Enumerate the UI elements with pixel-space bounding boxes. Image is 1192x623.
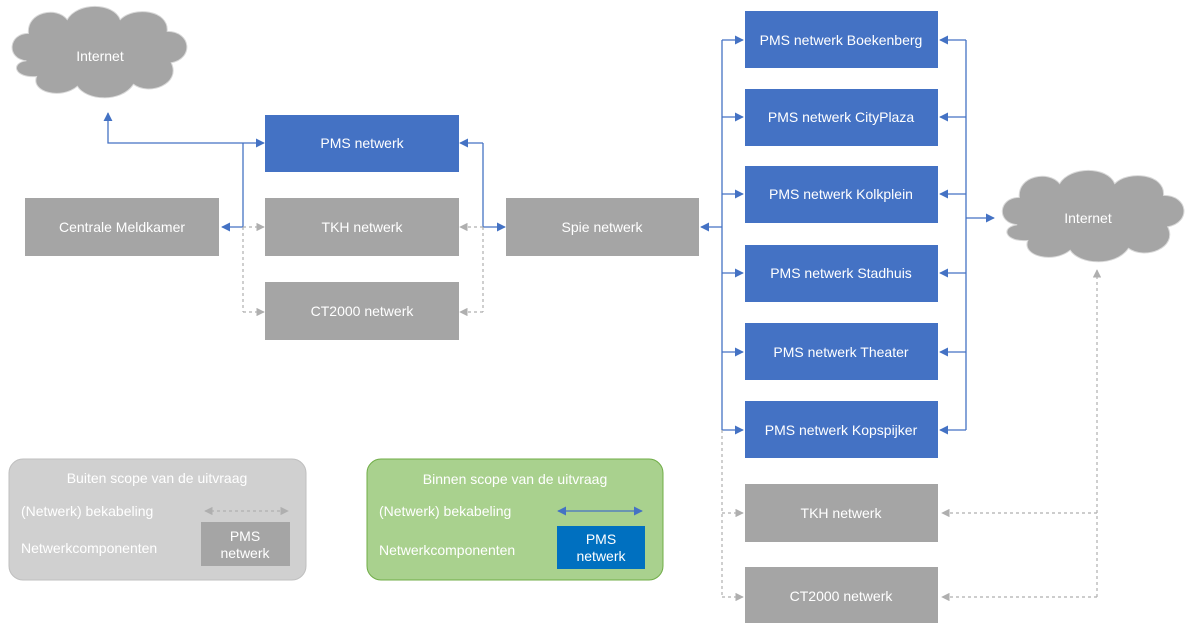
node-tkh-netwerk-right: TKH netwerk [745, 484, 938, 542]
internet-right-label: Internet [1064, 210, 1112, 226]
node-pms-boekenberg: PMS netwerk Boekenberg [745, 11, 938, 68]
node-label: CT2000 netwerk [790, 588, 894, 604]
cloud-icon [1001, 170, 1185, 263]
legend-in-scope: Binnen scope van de uitvraag (Netwerk) b… [366, 458, 664, 581]
legend-out-sample-box [201, 522, 290, 566]
node-label: PMS netwerk Kolkplein [769, 186, 913, 202]
node-pms-theater: PMS netwerk Theater [745, 323, 938, 380]
node-label: TKH netwerk [801, 505, 883, 521]
node-centrale-meldkamer: Centrale Meldkamer [25, 198, 219, 256]
legend-out-title: Buiten scope van de uitvraag [67, 470, 248, 486]
cloud-icon [11, 6, 188, 99]
node-label: PMS netwerk CityPlaza [768, 109, 914, 125]
node-label: PMS netwerk Boekenberg [760, 32, 923, 48]
node-label: PMS netwerk [320, 135, 404, 151]
node-tkh-netwerk-left: TKH netwerk [265, 198, 459, 256]
node-label: CT2000 netwerk [311, 303, 415, 319]
node-label: Centrale Meldkamer [59, 219, 185, 235]
legend-in-sample-box [557, 526, 645, 569]
legend-in-components-label: Netwerkcomponenten [379, 542, 515, 558]
legend-in-box-line2: netwerk [576, 548, 626, 564]
node-pms-cityplaza: PMS netwerk CityPlaza [745, 89, 938, 146]
legend-in-title: Binnen scope van de uitvraag [423, 471, 607, 487]
legend-out-box-line1: PMS [230, 528, 260, 544]
node-label: PMS netwerk Stadhuis [770, 265, 912, 281]
node-pms-stadhuis: PMS netwerk Stadhuis [745, 245, 938, 302]
node-spie-netwerk: Spie netwerk [506, 198, 699, 256]
node-label: TKH netwerk [322, 219, 404, 235]
node-label: PMS netwerk Theater [773, 344, 908, 360]
connectors-left [103, 112, 506, 317]
legend-out-components-label: Netwerkcomponenten [21, 540, 157, 556]
internet-cloud-left: Internet [11, 6, 188, 99]
legend-in-box-line1: PMS [586, 531, 616, 547]
node-label: Spie netwerk [562, 219, 644, 235]
legend-out-box-line2: netwerk [220, 545, 270, 561]
connectors-right [700, 35, 1102, 602]
legend-in-cabling-label: (Netwerk) bekabeling [379, 503, 511, 519]
node-pms-kopspijker: PMS netwerk Kopspijker [745, 401, 938, 458]
node-ct2000-netwerk-left: CT2000 netwerk [265, 282, 459, 340]
node-pms-netwerk: PMS netwerk [265, 115, 459, 172]
internet-left-label: Internet [76, 48, 124, 64]
internet-cloud-right: Internet [1001, 170, 1185, 263]
node-ct2000-netwerk-right: CT2000 netwerk [745, 567, 938, 623]
legend-out-cabling-label: (Netwerk) bekabeling [21, 503, 153, 519]
node-pms-kolkplein: PMS netwerk Kolkplein [745, 166, 938, 223]
node-label: PMS netwerk Kopspijker [765, 422, 918, 438]
legend-out-of-scope: Buiten scope van de uitvraag (Netwerk) b… [8, 458, 307, 581]
